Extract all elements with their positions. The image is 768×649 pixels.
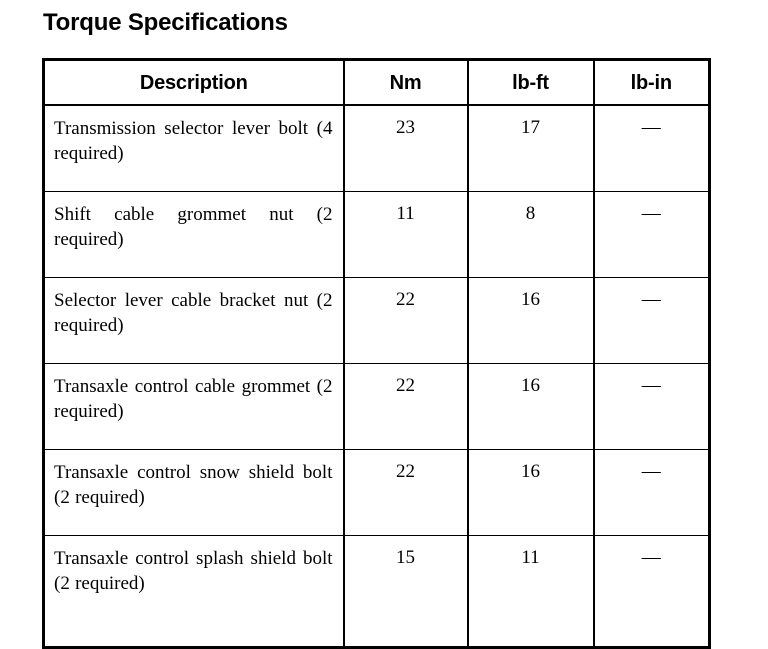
torque-specifications-page: Torque Specifications Description Nm lb-… <box>42 9 711 649</box>
description-text: Shift cable grommet nut (2 required) <box>54 204 333 250</box>
cell-lb-in: — <box>593 363 710 450</box>
torque-table-container: Description Nm lb-ft lb-in Transmission … <box>42 58 711 649</box>
cell-nm: 22 <box>343 449 469 536</box>
page-title: Torque Specifications <box>43 9 288 36</box>
cell-nm: 15 <box>343 535 469 648</box>
table-row: Selector lever cable bracket nut (2 requ… <box>43 277 710 364</box>
cell-description: Transmission selector lever bolt (4 requ… <box>43 105 345 192</box>
table-row: Transaxle control splash shield bolt (2 … <box>43 535 710 648</box>
cell-lb-in: — <box>641 547 661 568</box>
cell-description: Selector lever cable bracket nut (2 requ… <box>43 277 345 364</box>
cell-description: Transaxle control cable grommet (2 requi… <box>43 363 345 450</box>
cell-lb-ft: 8 <box>467 191 595 278</box>
cell-nm: 23 <box>343 105 469 192</box>
torque-specifications-table: Description Nm lb-ft lb-in Transmission … <box>42 58 711 649</box>
cell-nm: 22 <box>343 277 469 364</box>
cell-lb-in: — <box>593 105 710 192</box>
column-header-lb-in: lb-in <box>593 59 710 106</box>
cell-nm: 22 <box>343 363 469 450</box>
description-text: Selector lever cable bracket nut (2 requ… <box>54 290 333 336</box>
cell-lb-in: — <box>593 191 710 278</box>
description-text: Transaxle control cable grommet (2 requi… <box>54 376 333 422</box>
table-row: Transmission selector lever bolt (4 requ… <box>43 105 710 192</box>
table-row: Transaxle control cable grommet (2 requi… <box>43 363 710 450</box>
cell-nm: 11 <box>343 191 469 278</box>
column-header-nm: Nm <box>343 59 469 106</box>
cell-lb-ft: 16 <box>467 363 595 450</box>
cell-lb-in: — <box>593 277 710 364</box>
description-text: Transaxle control snow shield bolt (2 re… <box>54 462 333 508</box>
column-header-lb-ft: lb-ft <box>467 59 595 106</box>
table-header: Description Nm lb-ft lb-in <box>43 59 710 106</box>
cell-description: Shift cable grommet nut (2 required) <box>43 191 345 278</box>
table-header-row: Description Nm lb-ft lb-in <box>43 59 710 106</box>
cell-lb-ft: 17 <box>467 105 595 192</box>
cell-lb-ft: 11 <box>467 535 595 648</box>
description-text: Transmission selector lever bolt (4 requ… <box>54 118 333 164</box>
table-body: Transmission selector lever bolt (4 requ… <box>43 105 710 648</box>
cell-description: Transaxle control splash shield bolt (2 … <box>43 535 345 648</box>
cell-lb-ft: 16 <box>467 277 595 364</box>
cell-lb-in: — <box>593 449 710 536</box>
description-text: Transaxle control splash shield bolt (2 … <box>54 548 333 594</box>
column-header-description: Description <box>43 59 345 106</box>
table-row: Transaxle control snow shield bolt (2 re… <box>43 449 710 536</box>
cell-description: Transaxle control snow shield bolt (2 re… <box>43 449 345 536</box>
table-row: Shift cable grommet nut (2 required) 11 … <box>43 191 710 278</box>
cell-lb-ft: 16 <box>467 449 595 536</box>
